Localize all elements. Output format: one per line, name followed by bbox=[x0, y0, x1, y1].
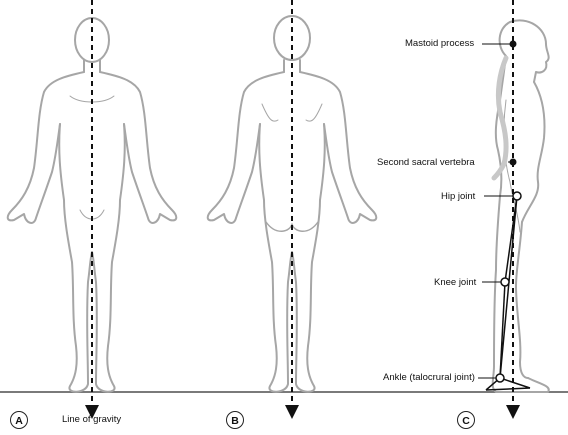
limb-axis-lines bbox=[485, 195, 531, 391]
second-sacral-vertebra-point bbox=[509, 158, 517, 166]
knee-joint-marker bbox=[500, 277, 510, 287]
mastoid-process-point bbox=[509, 40, 517, 48]
hip-joint-label: Hip joint bbox=[441, 191, 476, 202]
panel-a-badge: A bbox=[10, 411, 28, 429]
front-view-figure bbox=[6, 17, 178, 393]
knee-joint-label: Knee joint bbox=[434, 277, 477, 288]
ankle-joint-marker bbox=[495, 373, 505, 383]
line-of-gravity-label: Line of gravity bbox=[62, 414, 122, 425]
second-sacral-vertebra-label: Second sacral vertebra bbox=[377, 157, 475, 168]
side-view-figure bbox=[491, 19, 550, 393]
panel-c-badge: C bbox=[457, 411, 475, 429]
mastoid-process-label: Mastoid process bbox=[405, 38, 475, 49]
spine-curve bbox=[491, 55, 509, 181]
ankle-joint-label: Ankle (talocrural joint) bbox=[383, 372, 475, 383]
hip-joint-marker bbox=[512, 191, 522, 201]
back-view-figure bbox=[206, 15, 378, 393]
panel-b-badge: B bbox=[226, 411, 244, 429]
